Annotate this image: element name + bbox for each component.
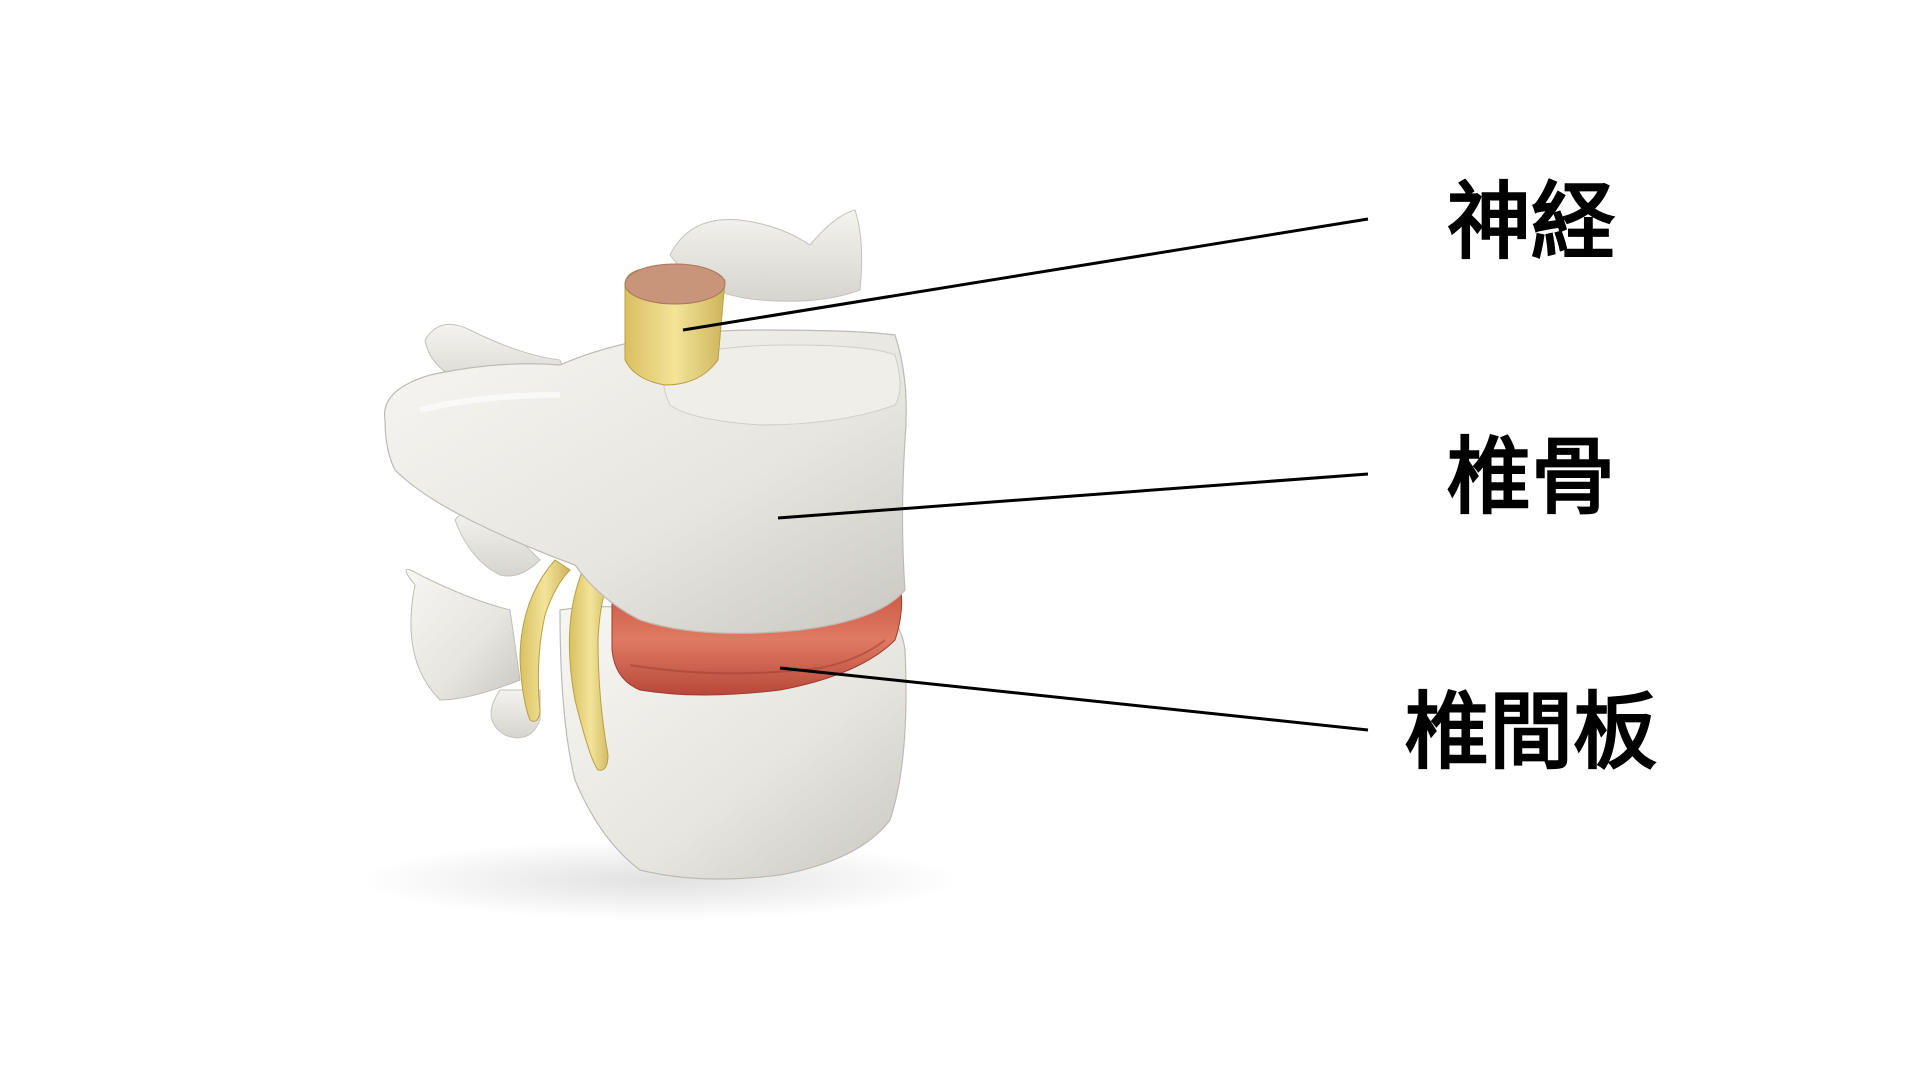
upper-vertebra xyxy=(383,209,907,634)
leader-line-nerve xyxy=(682,217,1369,332)
spinal-cord xyxy=(624,263,726,386)
nerve-label: 神経 xyxy=(1447,173,1616,271)
spinal-cord-cut xyxy=(624,263,726,305)
vertebra-label: 椎骨 xyxy=(1447,428,1616,526)
intervertebral-disc-label: 椎間板 xyxy=(1405,683,1658,781)
leader-line-vertebra xyxy=(777,472,1369,520)
nerve-roots xyxy=(519,559,613,771)
leader-line-disc xyxy=(779,666,1369,732)
